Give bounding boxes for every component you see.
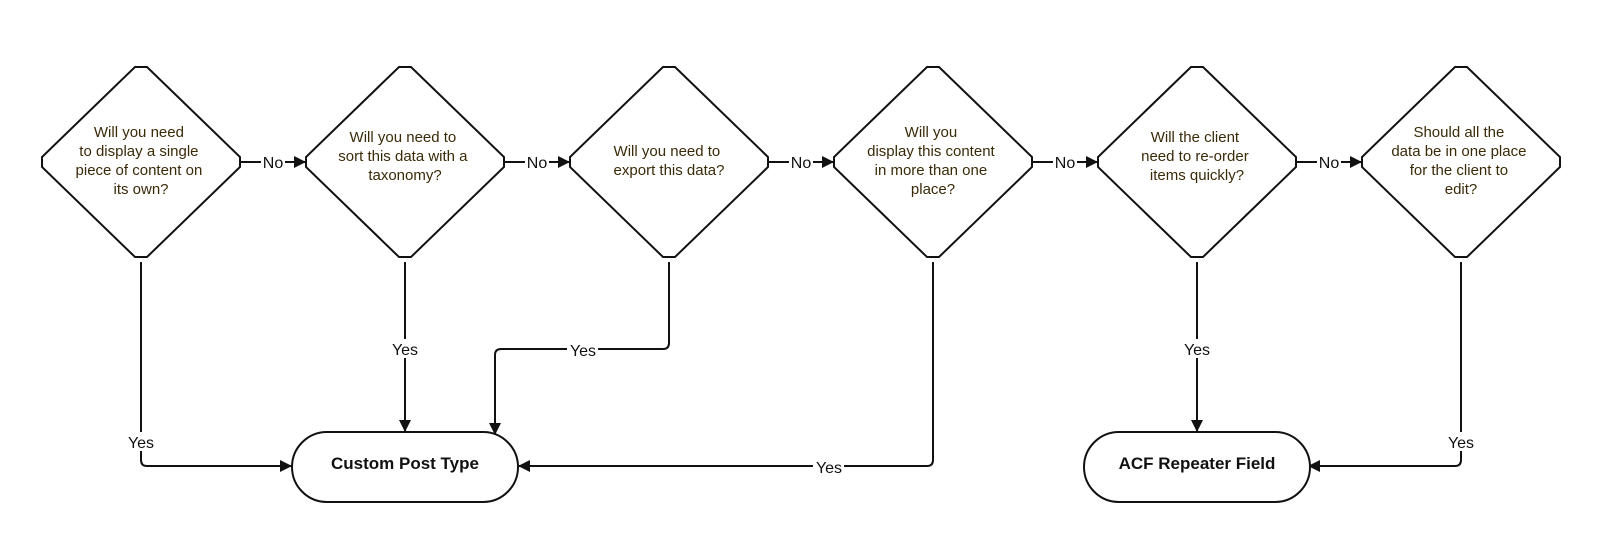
connectors	[140, 156, 1462, 472]
question-3-text: Will you need to export this data?	[614, 143, 725, 179]
question-1-text: Will you need to display a single piece …	[76, 124, 207, 198]
question-4-text: Will you display this content in more th…	[867, 124, 999, 198]
edge-label-yes-q1: Yes	[126, 432, 157, 452]
decision-node-5: Will the client need to re-order items q…	[1097, 66, 1297, 258]
svg-text:Yes: Yes	[1448, 435, 1474, 452]
outcome-nodes: Custom Post Type ACF Repeater Field	[291, 431, 1311, 503]
edge-label-yes-q4: Yes	[813, 457, 844, 477]
decision-node-6: Should all the data be in one place for …	[1361, 66, 1561, 258]
edge-labels: No No No No No Yes Yes Yes	[126, 152, 1477, 477]
outcome-custom-post-type: Custom Post Type	[291, 431, 519, 503]
svg-text:No: No	[791, 155, 812, 172]
outcome-acf-repeater-field-label: ACF Repeater Field	[1119, 454, 1276, 473]
question-5-text: Will the client need to re-order items q…	[1141, 129, 1253, 184]
svg-text:Yes: Yes	[816, 460, 842, 477]
question-2-text: Will you need to sort this data with a t…	[338, 129, 471, 184]
edge-label-yes-q2: Yes	[390, 339, 421, 359]
outcome-acf-repeater-field: ACF Repeater Field	[1083, 431, 1311, 503]
connector-q6-acf	[1308, 262, 1462, 472]
svg-text:No: No	[1055, 155, 1076, 172]
connector-q4-cpt	[518, 262, 934, 472]
outcome-custom-post-type-label: Custom Post Type	[331, 454, 479, 473]
svg-text:No: No	[1319, 155, 1340, 172]
edge-label-no-1: No	[261, 152, 285, 172]
svg-text:Yes: Yes	[392, 342, 418, 359]
edge-label-no-2: No	[525, 152, 549, 172]
svg-text:Yes: Yes	[128, 435, 154, 452]
edge-label-no-3: No	[789, 152, 813, 172]
decision-node-4: Will you display this content in more th…	[833, 66, 1033, 258]
edge-label-yes-q3: Yes	[567, 340, 598, 360]
svg-text:Yes: Yes	[1184, 342, 1210, 359]
svg-text:Yes: Yes	[570, 343, 596, 360]
connector-q1-cpt	[140, 262, 292, 472]
edge-label-no-4: No	[1053, 152, 1077, 172]
edge-label-no-5: No	[1317, 152, 1341, 172]
svg-text:No: No	[527, 155, 548, 172]
decision-node-2: Will you need to sort this data with a t…	[305, 66, 505, 258]
question-6-text: Should all the data be in one place for …	[1391, 124, 1530, 198]
edge-label-yes-q6: Yes	[1446, 432, 1477, 452]
decision-node-1: Will you need to display a single piece …	[41, 66, 241, 258]
svg-text:No: No	[263, 155, 284, 172]
decision-nodes: Will you need to display a single piece …	[41, 66, 1561, 258]
decision-node-3: Will you need to export this data?	[569, 66, 769, 258]
edge-label-yes-q5: Yes	[1182, 339, 1213, 359]
